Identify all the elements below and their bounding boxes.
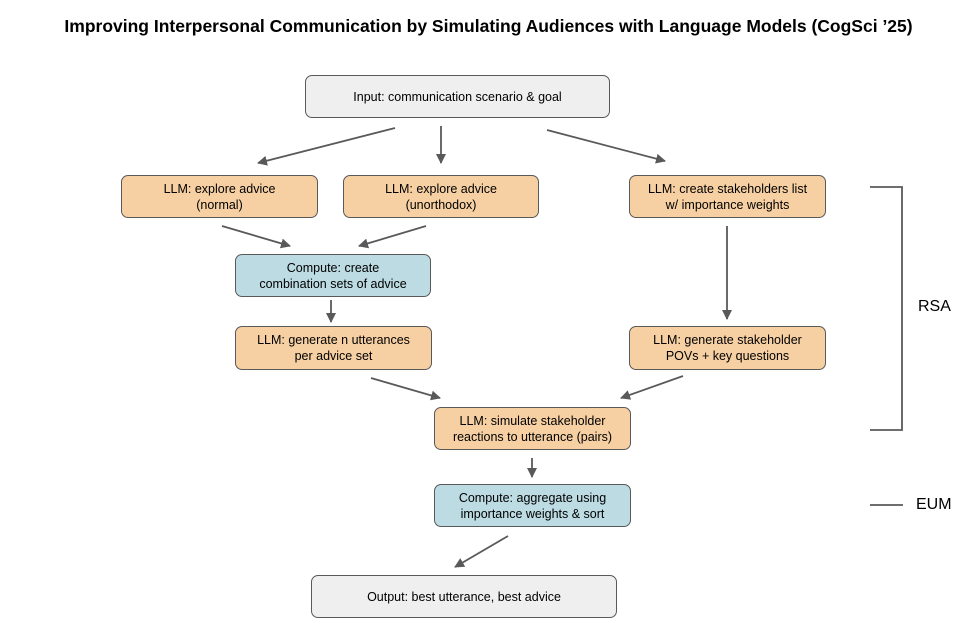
arrow-aggregate-to-output <box>454 535 509 568</box>
rsa-bracket <box>870 186 903 431</box>
explore-advice-unorthodox-node: LLM: explore advice (unorthodox) <box>343 175 539 218</box>
rsa-label: RSA <box>918 298 951 315</box>
arrow-normal-to-combination <box>221 225 291 249</box>
simulate-reactions-node: LLM: simulate stakeholder reactions to u… <box>434 407 631 450</box>
diagram-title: Improving Interpersonal Communication by… <box>64 16 913 36</box>
generate-utterances-node: LLM: generate n utterances per advice se… <box>235 326 432 370</box>
arrow-input-to-stakeholders <box>546 129 666 164</box>
explore-advice-normal-node: LLM: explore advice (normal) <box>121 175 318 218</box>
combination-sets-node: Compute: create combination sets of advi… <box>235 254 431 297</box>
stakeholder-povs-node: LLM: generate stakeholder POVs + key que… <box>629 326 826 370</box>
arrow-povs-to-simulate <box>620 375 684 400</box>
arrow-unorthodox-to-combination <box>358 225 427 249</box>
stakeholders-list-node: LLM: create stakeholders list w/ importa… <box>629 175 826 218</box>
arrow-input-to-explore-normal <box>257 127 396 166</box>
arrow-utterances-to-simulate <box>370 377 441 401</box>
input-node: Input: communication scenario & goal <box>305 75 610 118</box>
eum-label: EUM <box>916 496 952 513</box>
output-node: Output: best utterance, best advice <box>311 575 617 618</box>
aggregate-node: Compute: aggregate using importance weig… <box>434 484 631 527</box>
